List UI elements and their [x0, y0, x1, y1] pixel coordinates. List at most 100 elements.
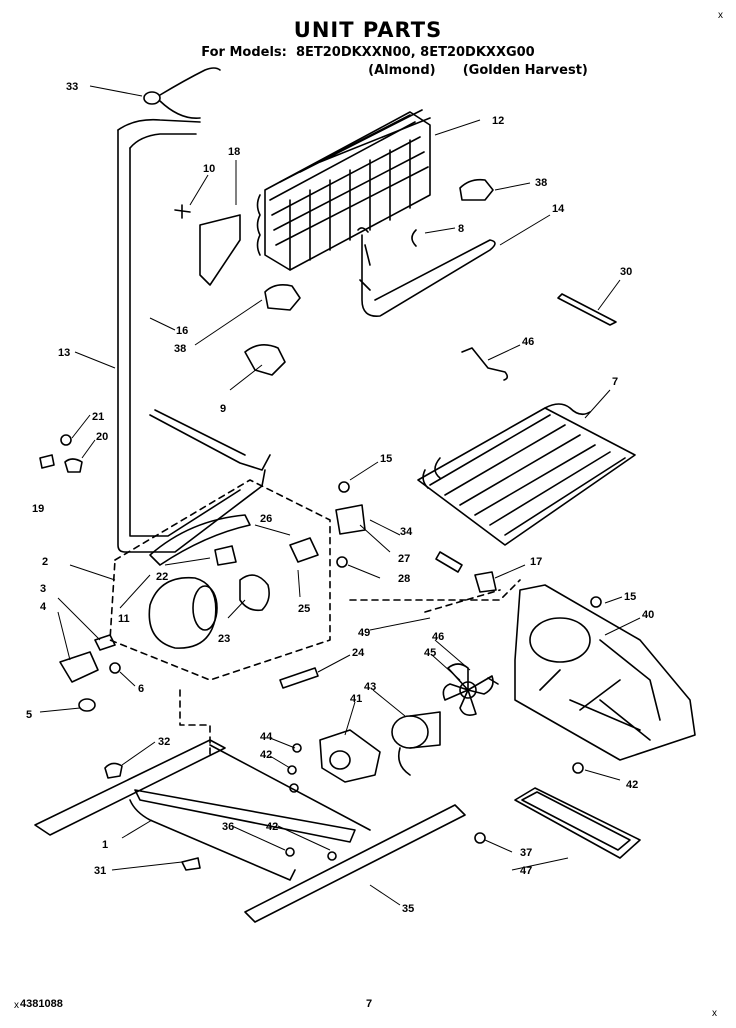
callout-30: 30	[620, 266, 632, 278]
callout-13: 13	[58, 347, 70, 359]
part-44-screw	[292, 743, 302, 753]
callout-18: 18	[228, 146, 240, 158]
part-11-tube	[149, 514, 251, 566]
callout-49: 49	[358, 627, 370, 639]
callout-43: 43	[364, 681, 376, 693]
callout-7: 7	[612, 376, 618, 388]
callout-8: 8	[458, 223, 464, 235]
callout-20: 20	[96, 431, 108, 443]
part-42-bottom-screw	[285, 847, 295, 857]
callout-24: 24	[352, 647, 365, 659]
models-line: For Models: 8ET20DKXXN00, 8ET20DKXXG00	[0, 45, 736, 60]
callout-2: 2	[42, 556, 48, 568]
part-7-condenser	[417, 403, 636, 546]
callout-31: 31	[94, 865, 106, 877]
callout-15: 15	[380, 453, 392, 465]
part-41-motor-bracket	[319, 729, 381, 783]
callout-28: 28	[398, 573, 410, 585]
callout-33: 33	[66, 81, 78, 93]
callout-15b: 15	[624, 591, 636, 603]
callout-44: 44	[260, 731, 273, 743]
part-48-clip	[461, 347, 509, 381]
part-15-screw-top	[338, 481, 350, 493]
corner-mark-bottom-left: x	[14, 1000, 19, 1011]
part-28-grommet	[336, 556, 348, 568]
part-2-compressor	[148, 576, 218, 649]
callout-4: 4	[40, 601, 47, 613]
part-46-clip	[487, 677, 499, 685]
part-25-overload	[289, 537, 319, 563]
part-18-bracket	[199, 214, 241, 286]
part-10-screw	[174, 204, 191, 219]
callout-38: 38	[535, 177, 547, 189]
corner-mark-bottom-right: x	[712, 1008, 717, 1019]
callout-40: 40	[642, 609, 654, 621]
part-1-base-frame	[34, 739, 466, 923]
part-40-fan-bracket	[514, 584, 696, 761]
part-33-thermostat	[143, 91, 161, 105]
condenser-tube-inner	[129, 147, 241, 537]
callout-32: 32	[158, 736, 170, 748]
callout-25: 25	[298, 603, 310, 615]
callout-27: 27	[398, 553, 410, 565]
part-30-probe	[557, 293, 617, 326]
part-20-bracket	[64, 458, 83, 473]
part-12-evaporator	[256, 109, 431, 271]
color-golden-harvest: (Golden Harvest)	[462, 63, 588, 78]
part-36-cover-top	[459, 178, 494, 201]
callout-3: 3	[40, 583, 46, 595]
part-9-fitting	[244, 344, 286, 376]
callout-42b: 42	[626, 779, 638, 791]
document-number: 4381088	[20, 998, 63, 1010]
models-list: 8ET20DKXXN00, 8ET20DKXXG00	[295, 45, 535, 60]
callout-21: 21	[92, 411, 104, 423]
part-15-screw	[590, 596, 602, 608]
callout-19: 19	[32, 503, 44, 515]
part-27-relay	[335, 504, 366, 535]
part-3-grommet	[94, 634, 116, 651]
callout-16: 16	[176, 325, 188, 337]
part-36-cover	[264, 284, 301, 311]
callout-14: 14	[552, 203, 565, 215]
callout-35: 35	[402, 903, 414, 915]
callout-37: 37	[520, 847, 532, 859]
callout-9: 9	[220, 403, 226, 415]
callout-42a: 42	[260, 749, 272, 761]
callout-1: 1	[102, 839, 108, 851]
callout-26: 26	[260, 513, 272, 525]
drain-tube	[149, 414, 271, 471]
callout-42c: 42	[266, 821, 278, 833]
corner-mark-top-right: x	[718, 10, 723, 21]
part-5-grommet	[78, 698, 96, 712]
part-19-clip	[39, 454, 55, 469]
part-24-tube	[279, 667, 319, 689]
callout-17: 17	[530, 556, 542, 568]
callout-36: 36	[222, 821, 234, 833]
part-47-drain-pan	[514, 787, 641, 859]
callout-23: 23	[218, 633, 230, 645]
callout-6: 6	[138, 683, 144, 695]
part-6-screw	[109, 662, 121, 674]
callout-46: 46	[432, 631, 444, 643]
colors-line: (Almond) (Golden Harvest)	[0, 63, 736, 78]
models-label: For Models:	[201, 45, 287, 60]
part-42-screw-right	[572, 762, 584, 774]
part-32-clip	[104, 762, 123, 779]
part-22-relay	[214, 545, 237, 566]
callout-10: 10	[203, 163, 215, 175]
part-4-mount	[59, 651, 99, 683]
part-34-drier	[435, 551, 463, 573]
callout-45: 45	[424, 647, 436, 659]
part-31-clip	[181, 857, 201, 871]
part-23-capacitor	[239, 574, 270, 612]
color-almond: (Almond)	[368, 63, 436, 78]
part-42-screw	[287, 765, 297, 775]
callout-22: 22	[156, 571, 168, 583]
callout-5: 5	[26, 709, 32, 721]
part-21-screw	[60, 434, 72, 446]
part-17-bracket	[474, 571, 497, 593]
part-14-heater	[361, 234, 496, 317]
compressor-outline	[109, 479, 331, 681]
callout-41: 41	[350, 693, 362, 705]
